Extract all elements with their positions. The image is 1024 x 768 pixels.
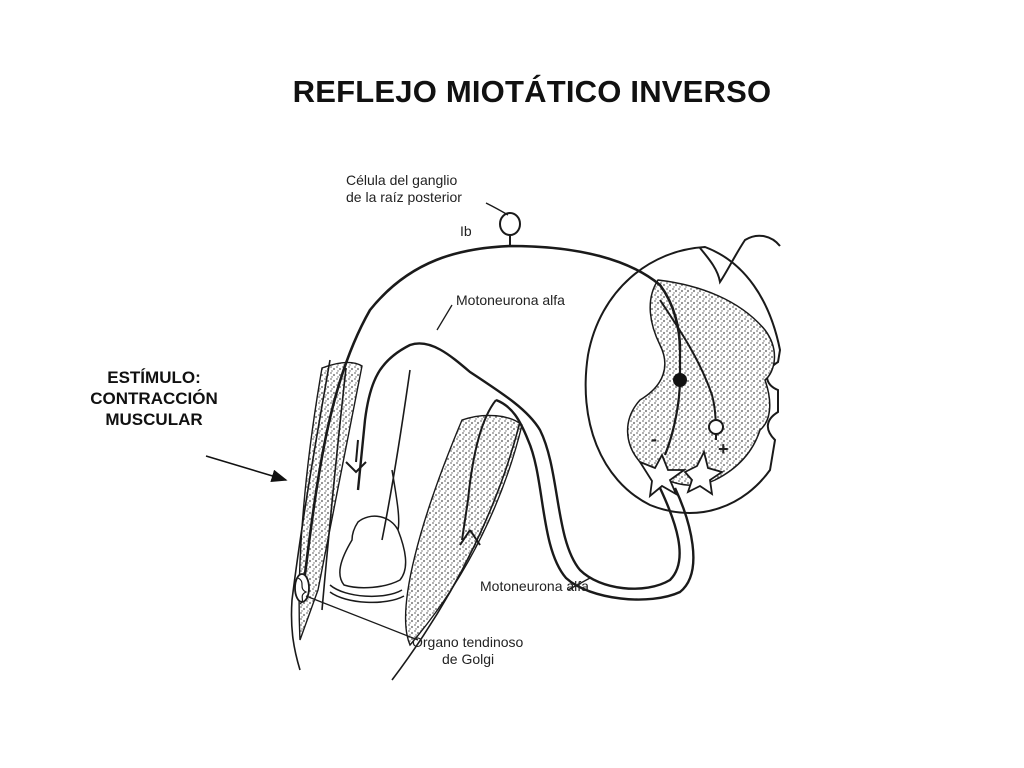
- ganglion-label-line-2: de la raíz posterior: [346, 189, 462, 205]
- ganglion-label-line-1: Célula del ganglio: [346, 172, 458, 188]
- motoneuron-endplate-left: [345, 439, 367, 474]
- golgi-leader: [305, 595, 419, 641]
- stimulus-label: ESTÍMULO: CONTRACCIÓN MUSCULAR: [66, 367, 242, 430]
- ib-afferent-fiber: [302, 244, 682, 583]
- ganglion-leader: [485, 202, 509, 216]
- excitatory-cell: [708, 419, 724, 435]
- motoneuron-lower-leader: [567, 577, 591, 591]
- golgi-label-line-1: Órgano tendinoso: [412, 634, 524, 650]
- interneuron-cell: [673, 373, 687, 387]
- fiber-label: Ib: [460, 223, 472, 239]
- stimulus-line-2: CONTRACCIÓN: [90, 389, 218, 408]
- golgi-label: Órgano tendinoso de Golgi: [412, 634, 523, 668]
- motoneuron-axon-outer: [356, 342, 681, 590]
- motoneuron-body-right: [683, 449, 725, 496]
- golgi-label-line-2: de Golgi: [442, 651, 495, 667]
- bone-joint: [329, 469, 407, 604]
- stimulus-line-1: ESTÍMULO:: [107, 368, 201, 387]
- stimulus-line-3: MUSCULAR: [105, 410, 203, 429]
- muscle-bundle-left: [298, 361, 363, 641]
- motoneuron-axon-inner: [495, 398, 695, 601]
- ganglion-label: Célula del ganglio de la raíz posterior: [346, 172, 462, 206]
- grey-matter: [626, 279, 776, 486]
- motoneuron-body-left: [637, 452, 687, 499]
- minus-sign: -: [651, 429, 657, 449]
- plus-sign: +: [718, 439, 729, 459]
- spinal-cord-outline: [584, 245, 782, 514]
- motoneuron-lower-label: Motoneurona alfa: [480, 578, 589, 594]
- motoneuron-axon-to-muscle: [459, 399, 497, 546]
- motoneuron-upper-label: Motoneurona alfa: [456, 292, 565, 308]
- golgi-coil: [297, 577, 308, 605]
- motoneuron-upper-leader: [436, 304, 453, 331]
- stimulus-arrow: [205, 455, 288, 482]
- dorsal-root: [699, 234, 781, 285]
- ganglion-cell: [499, 212, 521, 236]
- limb-outline: [290, 359, 521, 681]
- slide-title: REFLEJO MIOTÁTICO INVERSO: [292, 74, 772, 109]
